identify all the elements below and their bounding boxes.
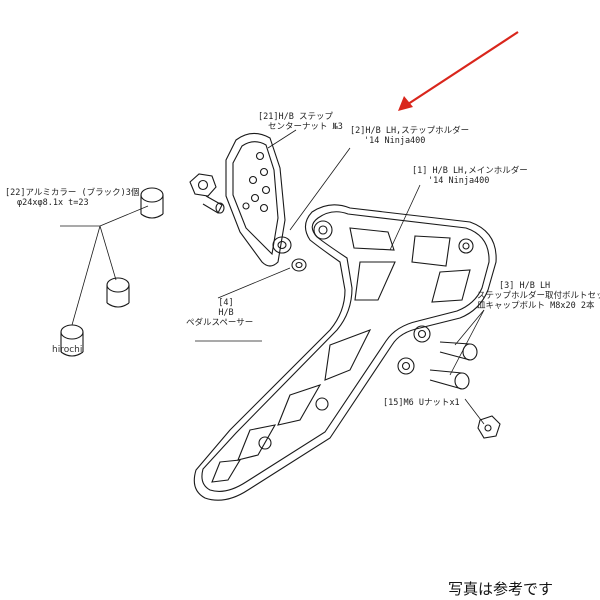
label-part-4-line3: ペダルスペーサー xyxy=(186,318,254,328)
watermark: hirochi xyxy=(52,345,83,355)
label-part-3-line2: ステップホルダー取付ボルトセット xyxy=(477,291,600,301)
label-part-4-line1: [4] xyxy=(218,298,234,308)
label-part-4: [4] H/B xyxy=(196,298,256,318)
label-part-1-line2: '14 Ninja400 xyxy=(428,176,490,186)
u-nut xyxy=(477,415,501,439)
label-part-22-line1: [22]アルミカラー (ブラック)3個 xyxy=(5,188,140,198)
label-part-15-line1: [15]M6 Uナットx1 xyxy=(383,398,460,408)
label-part-1: [1] H/B LH,メインホルダー '14 Ninja400 xyxy=(412,166,528,186)
main-holder-plate xyxy=(193,204,497,501)
red-arrow xyxy=(398,31,519,111)
label-part-4-line2: H/B xyxy=(218,308,234,318)
center-nut xyxy=(189,173,217,197)
label-part-22-line2: φ24xφ8.1x t=23 xyxy=(17,198,89,208)
label-part-3: [3] H/B LH ステップホルダー取付ボルトセット 皿キャップボルト M8x… xyxy=(477,281,600,311)
bolt-set xyxy=(429,341,478,390)
label-part-22: [22]アルミカラー (ブラック)3個 φ24xφ8.1x t=23 xyxy=(5,188,139,208)
label-part-2-line1: [2]H/B LH,ステップホルダー xyxy=(350,126,470,136)
step-holder-plate xyxy=(225,132,286,267)
label-part-21: [21]H/B ステップ センターナット №3 xyxy=(258,112,343,132)
label-part-21-line2: センターナット №3 xyxy=(268,122,343,132)
aluminium-collars xyxy=(60,187,164,357)
label-part-1-line1: [1] H/B LH,メインホルダー xyxy=(412,166,528,176)
label-part-15: [15]M6 Uナットx1 xyxy=(383,398,460,408)
label-part-2-line2: '14 Ninja400 xyxy=(364,136,426,146)
label-part-3-line1: [3] H/B LH xyxy=(499,281,551,291)
pedal-spacer xyxy=(272,236,292,254)
label-part-21-line1: [21]H/B ステップ xyxy=(258,112,333,122)
label-part-2: [2]H/B LH,ステップホルダー '14 Ninja400 xyxy=(350,126,469,146)
label-part-3-line3: 皿キャップボルト M8x20 2本 xyxy=(477,301,595,311)
label-part-4-name: ペダルスペーサー xyxy=(186,318,253,328)
caption: 写真は参考です xyxy=(448,580,554,598)
